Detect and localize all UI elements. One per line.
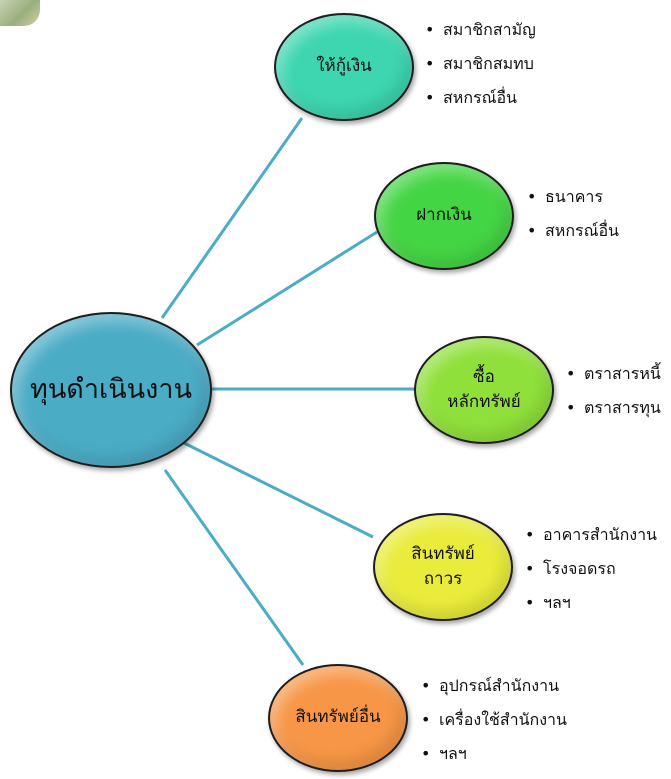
branch-list-securities: ตราสารหนี้ ตราสารทุน (566, 357, 661, 425)
branch-node-fixed-assets: สินทรัพย์ ถาวร (373, 513, 513, 621)
center-node-label: ทุนดำเนินงาน (30, 373, 192, 405)
list-item: โรงจอดรถ (525, 552, 657, 586)
corner-decoration-image (0, 0, 40, 26)
branch-list-deposit: ธนาคาร สหกรณ์อื่น (527, 180, 619, 248)
list-item: ฯลฯ (525, 586, 657, 620)
connector-line-other-assets (163, 469, 305, 666)
list-item: ฯลฯ (421, 737, 567, 771)
list-item: เครื่องใช้สำนักงาน (421, 703, 567, 737)
list-item: อุปกรณ์สำนักงาน (421, 669, 567, 703)
branch-list-fixed-assets: อาคารสำนักงาน โรงจอดรถ ฯลฯ (525, 518, 657, 620)
connector-line-loan (160, 117, 304, 319)
list-item: ธนาคาร (527, 180, 619, 214)
branch-node-label: สินทรัพย์อื่น (295, 707, 381, 728)
branch-node-loan: ให้กู้เงิน (274, 13, 414, 121)
list-item: สหกรณ์อื่น (425, 81, 536, 115)
branch-node-label: สินทรัพย์ ถาวร (411, 543, 475, 590)
list-item: สมาชิกสามัญ (425, 13, 536, 47)
list-item: ตราสารทุน (566, 391, 661, 425)
branch-node-label: ฝากเงิน (416, 205, 472, 226)
connector-line-deposit (196, 230, 378, 347)
list-item: ตราสารหนี้ (566, 357, 661, 391)
list-item: อาคารสำนักงาน (525, 518, 657, 552)
connector-line-fixed-assets (171, 435, 374, 539)
branch-list-other-assets: อุปกรณ์สำนักงาน เครื่องใช้สำนักงาน ฯลฯ (421, 669, 567, 771)
branch-list-loan: สมาชิกสามัญ สมาชิกสมทบ สหกรณ์อื่น (425, 13, 536, 115)
branch-node-label: ให้กู้เงิน (316, 56, 372, 77)
branch-node-label: ซื้อ หลักทรัพย์ (447, 366, 521, 413)
branch-node-other-assets: สินทรัพย์อื่น (268, 664, 408, 772)
list-item: สหกรณ์อื่น (527, 214, 619, 248)
branch-node-securities: ซื้อ หลักทรัพย์ (414, 336, 554, 444)
list-item: สมาชิกสมทบ (425, 47, 536, 81)
branch-node-deposit: ฝากเงิน (374, 162, 514, 270)
center-node-operating-fund: ทุนดำเนินงาน (10, 312, 212, 468)
